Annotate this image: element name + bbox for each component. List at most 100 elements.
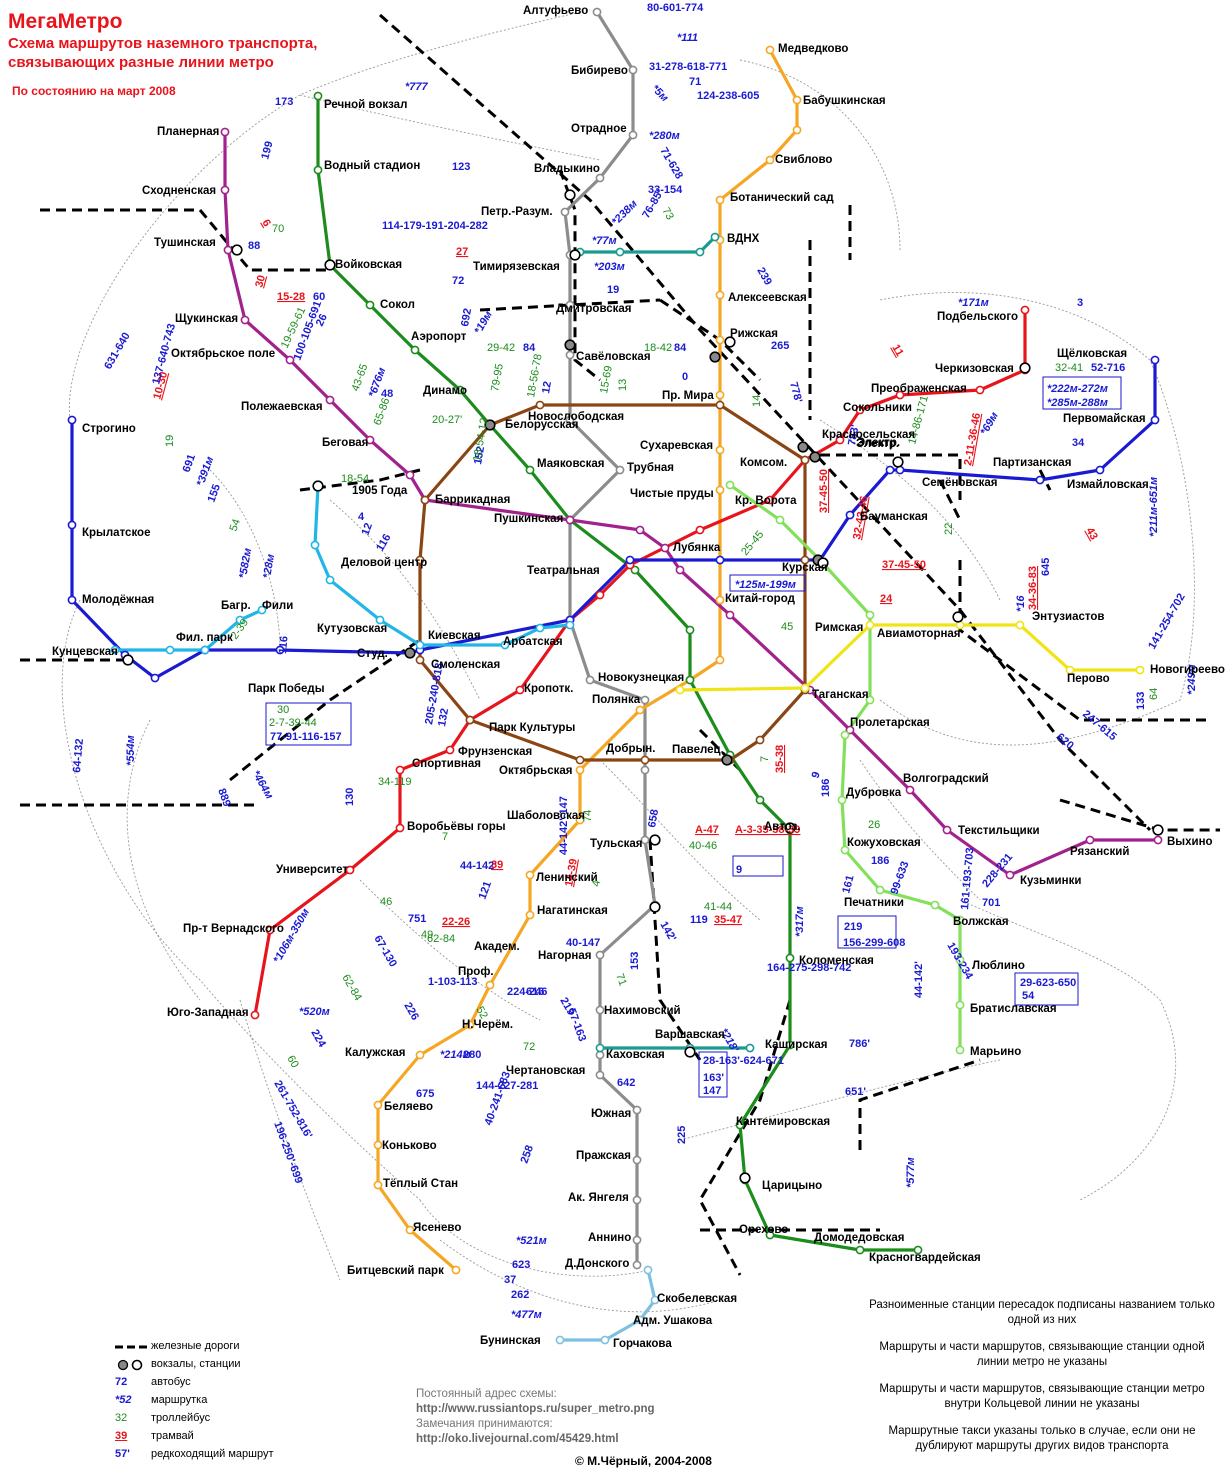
station-dot xyxy=(220,127,230,137)
station-dot xyxy=(615,465,625,475)
route-label: 41-44 xyxy=(704,901,732,913)
route-label: 54 xyxy=(1022,990,1035,1002)
station-dot xyxy=(685,675,695,685)
route-label: 163' xyxy=(703,1072,724,1084)
ground-route-line xyxy=(126,719,201,1001)
station-label: Щукинская xyxy=(175,313,238,325)
station-label: Ленинский xyxy=(536,872,598,884)
route-label: 147 xyxy=(703,1085,721,1097)
station-label: Текстильщики xyxy=(958,825,1040,837)
route-label: *477м xyxy=(511,1309,542,1321)
route-label: 226 xyxy=(401,1001,421,1023)
route-label: 121 xyxy=(477,880,495,901)
ground-route-line xyxy=(209,469,281,651)
railway-line xyxy=(299,468,421,492)
route-label: 265 xyxy=(771,340,789,352)
railway-line xyxy=(40,208,330,272)
station-dot xyxy=(465,1020,475,1030)
station-label: Авиамоторная xyxy=(877,628,961,640)
route-label: 34-36-83 xyxy=(1027,566,1039,610)
station-dot xyxy=(575,765,585,775)
station-label: Бунинская xyxy=(480,1335,541,1347)
railway-station-icon xyxy=(324,259,336,271)
station-dot xyxy=(313,91,323,101)
station-dot xyxy=(955,1000,965,1010)
address-url-2[interactable]: http://oko.livejournal.com/45429.html xyxy=(416,1433,619,1445)
route-label: *222м-272м xyxy=(1047,383,1108,395)
station-label: Водный стадион xyxy=(324,160,420,172)
route-label: 889 xyxy=(215,787,233,808)
railway-line xyxy=(479,298,661,312)
legend-label: троллейбус xyxy=(151,1412,211,1424)
route-label: 44-142' xyxy=(913,961,925,998)
station-label: Китай-город xyxy=(725,593,796,605)
station-dot xyxy=(710,232,720,242)
station-dot xyxy=(373,1100,383,1110)
station-dot xyxy=(715,555,725,565)
station-label: Черкизовская xyxy=(935,363,1014,375)
route-label: 692 xyxy=(459,307,474,327)
note: Разноименные станции пересадок подписаны… xyxy=(869,1299,1215,1326)
station-dot xyxy=(792,95,802,105)
route-label: 52 xyxy=(473,1005,490,1022)
station-dot xyxy=(1150,355,1160,365)
station-label: Речной вокзал xyxy=(324,99,407,111)
station-dot xyxy=(595,1070,605,1080)
station-dot xyxy=(250,1010,260,1020)
station-label: Чертановская xyxy=(506,1065,585,1077)
route-label: 73 xyxy=(659,206,676,223)
railway-station-icon xyxy=(484,419,496,431)
station-dot xyxy=(515,685,525,695)
station-dot xyxy=(955,955,965,965)
station-label: Д.Донского xyxy=(565,1258,629,1270)
railway-station-icon xyxy=(784,822,796,834)
route-label: 44-142'-147 xyxy=(558,796,570,855)
station-label: Пр. Мира xyxy=(662,390,714,402)
ground-route-line xyxy=(419,1199,651,1277)
station-legend-icon xyxy=(117,1359,143,1371)
address-url-1[interactable]: http://www.russiantops.ru/super_metro.pn… xyxy=(416,1403,655,1415)
station-dot xyxy=(325,575,335,585)
route-label: 114-179-191-204-282 xyxy=(382,220,488,232)
station-label: Бибирево xyxy=(571,65,628,77)
note: Маршруты и части маршрутов, связывающие … xyxy=(879,1383,1205,1410)
station-label: Баррикадная xyxy=(435,494,510,506)
station-dot xyxy=(685,625,695,635)
station-dot xyxy=(415,655,425,665)
railway-line xyxy=(820,453,962,500)
route-label: *285м-288м xyxy=(1047,397,1108,409)
route-label: 19 xyxy=(164,435,176,447)
route-label: 199 xyxy=(259,140,275,161)
route-label: А-47 xyxy=(695,824,719,836)
railway-station-icon xyxy=(797,441,809,453)
station-dot xyxy=(565,350,575,360)
ground-route-line xyxy=(68,9,591,421)
route-label: 72 xyxy=(452,275,464,287)
ground-route-line xyxy=(959,899,1177,1201)
route-label: 18-54 xyxy=(341,473,369,485)
station-label: Крылатское xyxy=(82,527,150,539)
station-dot xyxy=(565,300,575,310)
station-label: ВДНХ xyxy=(727,233,760,245)
route-label: 79-95 xyxy=(489,363,506,393)
route-label: 26 xyxy=(868,819,880,831)
station-label: Кожуховская xyxy=(847,837,921,849)
station-label: Театральная xyxy=(527,565,600,577)
legend-key: 32 xyxy=(115,1412,128,1424)
station-dot xyxy=(1015,620,1025,630)
station-dot xyxy=(565,620,575,630)
station-label: Перово xyxy=(1067,673,1110,685)
station-dot xyxy=(585,675,595,685)
station-label: Измайловская xyxy=(1067,479,1149,491)
legend-label: вокзалы, станции xyxy=(151,1358,241,1370)
route-label: 623 xyxy=(512,1259,530,1271)
address-label-2: Замечания принимаются: xyxy=(416,1418,553,1430)
title-subtitle-2: связывающих разные линии метро xyxy=(8,54,274,71)
station-label: Новогиреево xyxy=(1150,664,1225,676)
station-dot xyxy=(905,785,915,795)
station-dot xyxy=(775,515,785,525)
station-dot xyxy=(345,865,355,875)
station-label: Римская xyxy=(815,622,863,634)
route-label: 45 xyxy=(781,621,793,633)
station-dot xyxy=(725,480,735,490)
